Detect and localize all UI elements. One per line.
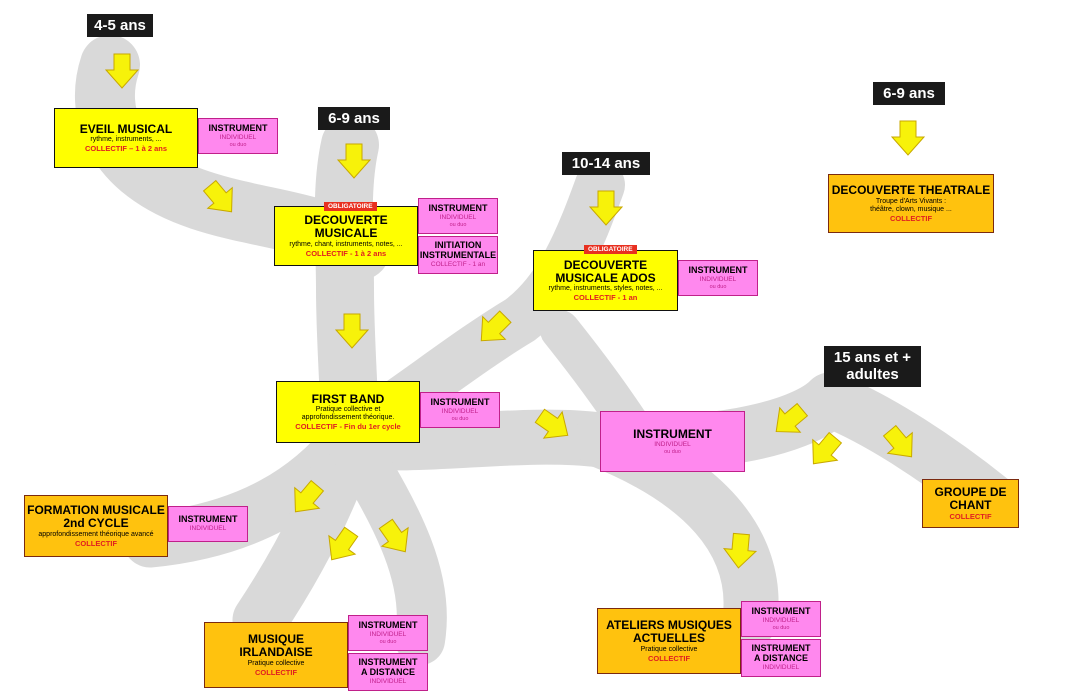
- age-label-6-9: 6-9 ans: [318, 107, 390, 131]
- arrow-diagonal-icon: [469, 304, 518, 353]
- instrument-sub: INDIVIDUEL: [189, 525, 227, 533]
- instrument-title: INSTRUMENT: [751, 606, 811, 617]
- irlandaise-instrument-box: INSTRUMENT INDIVIDUEL ou duo: [348, 615, 428, 651]
- arrow-down-icon: [105, 53, 139, 89]
- theatre-collectif: COLLECTIF: [889, 213, 933, 223]
- decouverte-instrument-box: INSTRUMENT INDIVIDUEL ou duo: [418, 198, 498, 234]
- instrument-center-sub: INDIVIDUEL: [654, 441, 691, 449]
- instrument-sub2: ou duo: [379, 638, 397, 645]
- instrument-sub: INDIVIDUEL: [762, 617, 800, 625]
- ateliers-instrument-box: INSTRUMENT INDIVIDUEL ou duo: [741, 601, 821, 637]
- distance-title: INSTRUMENT A DISTANCE: [358, 657, 418, 678]
- arrow-diagonal-icon: [800, 426, 849, 475]
- age-label-4-5: 4-5 ans: [87, 14, 153, 38]
- instrument-sub: INDIVIDUEL: [699, 276, 737, 284]
- ateliers-sub: Pratique collective: [640, 645, 698, 653]
- arrow-right-icon: [530, 402, 578, 449]
- formation-title: FORMATION MUSICALE 2nd CYCLE: [27, 503, 165, 531]
- instrument-title: INSTRUMENT: [358, 620, 418, 631]
- instrument-sub2: ou duo: [451, 415, 469, 422]
- initiation-instrumentale-box: INITIATION INSTRUMENTALE COLLECTIF - 1 a…: [418, 236, 498, 274]
- arrow-diagonal-icon: [282, 474, 331, 523]
- decouverte-sub: rythme, chant, instruments, notes, ...: [289, 240, 403, 248]
- decouverte-ados-box: DECOUVERTE MUSICALE ADOS rythme, instrum…: [533, 250, 678, 311]
- ateliers-title: ATELIERS MUSIQUES ACTUELLES: [606, 618, 732, 646]
- instrument-sub: INDIVIDUEL: [369, 631, 407, 639]
- formation-collectif: COLLECTIF: [74, 538, 118, 548]
- arrow-down-icon: [891, 120, 925, 156]
- instrument-sub2: ou duo: [449, 221, 467, 228]
- arrow-diagonal-icon: [196, 174, 245, 223]
- musique-irlandaise-box: MUSIQUE IRLANDAISE Pratique collective C…: [204, 622, 348, 688]
- ados-sub: rythme, instruments, styles, notes, ...: [548, 285, 663, 293]
- formation-instrument-box: INSTRUMENT INDIVIDUEL: [168, 506, 248, 542]
- eveil-title: EVEIL MUSICAL: [79, 121, 173, 136]
- instrument-sub: INDIVIDUEL: [439, 214, 477, 222]
- arrow-diagonal-icon: [318, 522, 365, 570]
- firstband-instrument-box: INSTRUMENT INDIVIDUEL ou duo: [420, 392, 500, 428]
- ateliers-distance-box: INSTRUMENT A DISTANCE INDIVIDUEL: [741, 639, 821, 677]
- theatre-title: DECOUVERTE THEATRALE: [831, 183, 991, 198]
- formation-musicale-box: FORMATION MUSICALE 2nd CYCLE approfondis…: [24, 495, 168, 557]
- age-label-6-9-theatre: 6-9 ans: [873, 82, 945, 106]
- instrument-sub: INDIVIDUEL: [441, 408, 479, 416]
- ados-instrument-box: INSTRUMENT INDIVIDUEL ou duo: [678, 260, 758, 296]
- irlandaise-collectif: COLLECTIF: [254, 667, 298, 677]
- instrument-center-sub2: ou duo: [664, 448, 681, 455]
- instrument-sub2: ou duo: [772, 624, 790, 631]
- distance-sub: INDIVIDUEL: [369, 678, 407, 686]
- decouverte-musicale-box: DECOUVERTE MUSICALE rythme, chant, instr…: [274, 206, 418, 266]
- decouverte-collectif: COLLECTIF - 1 à 2 ans: [305, 248, 387, 258]
- instrument-center-title: INSTRUMENT: [633, 427, 712, 442]
- arrow-diagonal-icon: [765, 396, 814, 445]
- chant-title: GROUPE DE CHANT: [934, 484, 1007, 512]
- decouverte-title: DECOUVERTE MUSICALE: [304, 213, 388, 241]
- irlandaise-title: MUSIQUE IRLANDAISE: [239, 632, 313, 660]
- irlandaise-sub: Pratique collective: [247, 659, 305, 667]
- firstband-title: FIRST BAND: [311, 391, 385, 406]
- groupe-de-chant-box: GROUPE DE CHANT COLLECTIF: [922, 479, 1019, 528]
- theatre-sub: Troupe d'Arts Vivants : théâtre, clown, …: [870, 197, 952, 213]
- initiation-title: INITIATION INSTRUMENTALE: [419, 240, 497, 261]
- ateliers-musiques-actuelles-box: ATELIERS MUSIQUES ACTUELLES Pratique col…: [597, 608, 741, 674]
- ateliers-collectif: COLLECTIF: [647, 653, 691, 663]
- instrument-title: INSTRUMENT: [178, 514, 238, 525]
- ados-collectif: COLLECTIF - 1 an: [573, 293, 638, 303]
- instrument-title: INSTRUMENT: [688, 265, 748, 276]
- distance-title: INSTRUMENT A DISTANCE: [751, 643, 811, 664]
- instrument-title: INSTRUMENT: [430, 397, 490, 408]
- ados-title: DECOUVERTE MUSICALE ADOS: [555, 257, 656, 285]
- arrow-down-icon: [589, 190, 623, 226]
- instrument-center-box: INSTRUMENT INDIVIDUEL ou duo: [600, 411, 745, 472]
- chant-collectif: COLLECTIF: [949, 512, 992, 522]
- arrow-diagonal-icon: [876, 419, 925, 468]
- distance-sub: INDIVIDUEL: [762, 664, 800, 672]
- firstband-sub: Pratique collective et approfondissement…: [301, 406, 395, 422]
- eveil-sub: rythme, instruments, ...: [90, 136, 162, 144]
- obligatoire-badge: OBLIGATOIRE: [584, 245, 637, 254]
- age-label-15-adults: 15 ans et + adultes: [824, 346, 921, 387]
- eveil-musical-box: EVEIL MUSICAL rythme, instruments, ... C…: [54, 108, 198, 168]
- initiation-sub: COLLECTIF - 1 an: [430, 261, 486, 269]
- age-label-10-14: 10-14 ans: [562, 152, 650, 176]
- instrument-sub2: ou duo: [229, 141, 247, 148]
- eveil-instrument-box: INSTRUMENT INDIVIDUEL ou duo: [198, 118, 278, 154]
- firstband-collectif: COLLECTIF - Fin du 1er cycle: [295, 422, 401, 432]
- first-band-box: FIRST BAND Pratique collective et approf…: [276, 381, 420, 443]
- arrow-down-icon: [337, 143, 371, 179]
- arrow-down-icon: [721, 532, 758, 570]
- formation-sub: approfondissement théorique avancé: [38, 530, 154, 538]
- irlandaise-distance-box: INSTRUMENT A DISTANCE INDIVIDUEL: [348, 653, 428, 691]
- instrument-sub2: ou duo: [709, 283, 727, 290]
- arrow-diagonal-icon: [372, 514, 419, 562]
- instrument-sub: INDIVIDUEL: [219, 134, 257, 142]
- instrument-title: INSTRUMENT: [428, 203, 488, 214]
- arrow-down-icon: [335, 313, 369, 349]
- decouverte-theatrale-box: DECOUVERTE THEATRALE Troupe d'Arts Vivan…: [828, 174, 994, 233]
- instrument-title: INSTRUMENT: [208, 123, 268, 134]
- obligatoire-badge: OBLIGATOIRE: [324, 202, 377, 211]
- eveil-collectif: COLLECTIF – 1 à 2 ans: [84, 144, 168, 154]
